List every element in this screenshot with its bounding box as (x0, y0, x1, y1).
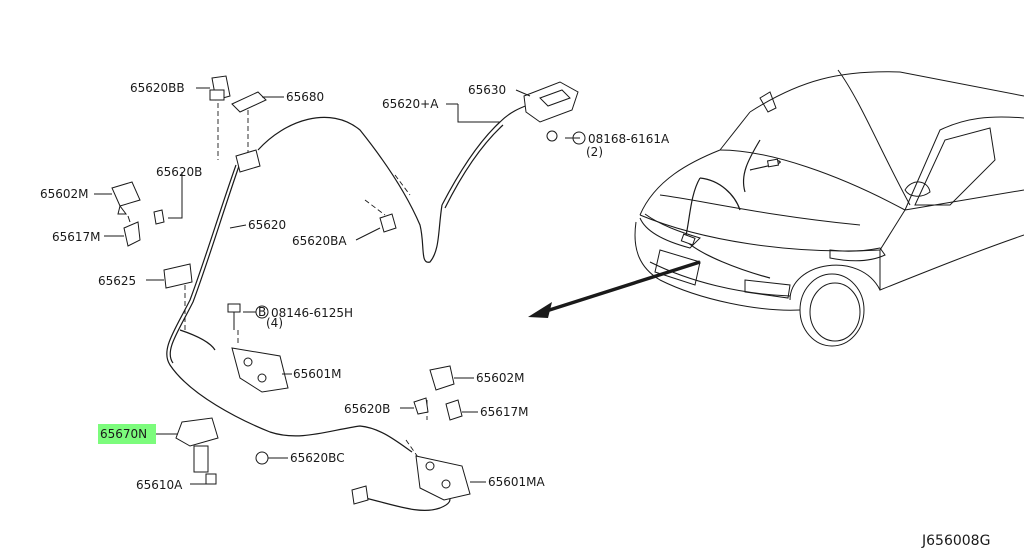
part-65602m-left-bracket (111, 181, 141, 215)
label-65670n: 65670N (100, 427, 147, 441)
label-65620b-mid: 65620B (344, 402, 390, 416)
label-08168: 08168-6161A (588, 132, 670, 146)
label-65602m-left: 65602M (40, 187, 89, 201)
label-qty-2: (2) (586, 145, 603, 159)
label-65620b-top: 65620B (156, 165, 202, 179)
part-08146-bolt (227, 303, 241, 330)
part-65602m-right-bracket (429, 365, 455, 391)
label-65617m-right: 65617M (480, 405, 529, 419)
label-qty-4: (4) (266, 316, 283, 330)
part-65630-handle (523, 81, 579, 142)
label-65620bc: 65620BC (290, 451, 345, 465)
label-08146: 08146-6125H (271, 306, 353, 320)
label-65610a: 65610A (136, 478, 183, 492)
symbol-s-circle (572, 131, 586, 145)
part-65620b-top-clip (153, 149, 261, 225)
label-65620: 65620 (248, 218, 286, 232)
car-illustration (528, 69, 1024, 347)
part-65620b-mid-clip (413, 397, 429, 415)
label-65601ma: 65601MA (488, 475, 546, 489)
label-65620bb: 65620BB (130, 81, 185, 95)
reference-code: J656008G (921, 533, 990, 549)
label-65630: 65630 (468, 83, 506, 97)
label-65620a: 65620+A (382, 97, 439, 111)
label-65601m: 65601M (293, 367, 342, 381)
part-65680-cover (231, 91, 267, 113)
label-65680: 65680 (286, 90, 324, 104)
part-65617m-left-bumper (123, 215, 141, 247)
part-65670n-striker (175, 417, 219, 473)
part-65610a-bolt (205, 473, 217, 485)
part-65601m-upper-latch (231, 347, 289, 393)
label-65620ba: 65620BA (292, 234, 347, 248)
part-65620bc-grommet (255, 451, 269, 465)
label-b-symbol: B (258, 305, 266, 319)
label-65625: 65625 (98, 274, 136, 288)
part-65625-bracket (163, 263, 193, 289)
symbol-b-circle (255, 305, 269, 319)
part-labels: 65620BB 65680 65630 65620+A 08168-6161A … (40, 81, 990, 549)
part-65601ma-lower-latch (415, 455, 471, 501)
part-65620bb-clip (209, 75, 231, 101)
highlight-65670n (98, 424, 156, 444)
part-65620ba-clip (379, 213, 397, 233)
part-65617m-right-bumper (445, 399, 463, 421)
cable-assembly (166, 95, 529, 511)
part-lower-cable-end (351, 485, 369, 505)
label-65602m-right: 65602M (476, 371, 525, 385)
label-65617m-left: 65617M (52, 230, 101, 244)
